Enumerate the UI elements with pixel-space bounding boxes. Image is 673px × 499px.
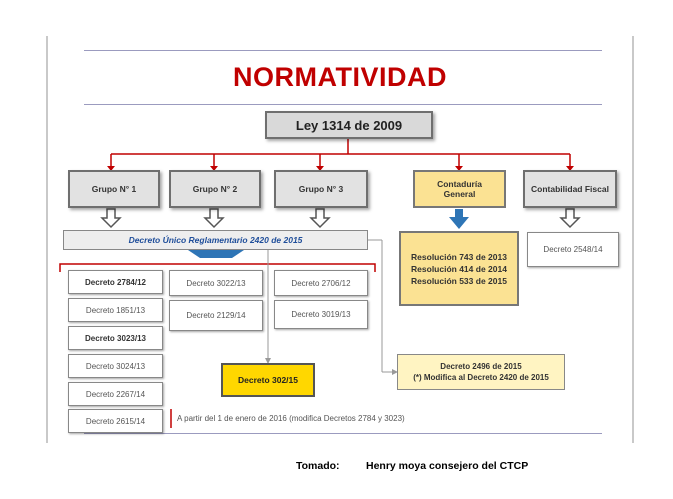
top-rule bbox=[84, 50, 602, 51]
group-3-box: Grupo N° 3 bbox=[274, 170, 368, 208]
group-1-box: Grupo N° 1 bbox=[68, 170, 160, 208]
decreto-item: Decreto 2784/12 bbox=[68, 270, 163, 294]
decreto-item: Decreto 2706/12 bbox=[274, 270, 368, 296]
credit-text: Henry moya consejero del CTCP bbox=[366, 460, 529, 472]
bottom-rule bbox=[84, 433, 602, 434]
decreto-item: Decreto 1851/13 bbox=[68, 298, 163, 322]
decreto-item: Decreto 3023/13 bbox=[68, 326, 163, 350]
blue-down-arrow-icon bbox=[449, 209, 469, 229]
title-rule bbox=[84, 104, 602, 105]
decreto-item: Decreto 3019/13 bbox=[274, 300, 368, 329]
wide-down-arrow-icon bbox=[188, 250, 244, 258]
resolucion-item: Resolución 533 de 2015 bbox=[411, 275, 507, 286]
decreto-fiscal-box: Decreto 2548/14 bbox=[527, 232, 619, 267]
down-arrow-icon bbox=[309, 208, 331, 229]
contaduria-line-1: Contaduría bbox=[437, 179, 482, 189]
page-title: NORMATIVIDAD bbox=[233, 62, 447, 92]
decreto-item: Decreto 2129/14 bbox=[169, 300, 263, 331]
contabilidad-fiscal-box: Contabilidad Fiscal bbox=[523, 170, 617, 208]
resolucion-item: Resolución 743 de 2013 bbox=[411, 251, 507, 262]
law-box: Ley 1314 de 2009 bbox=[265, 111, 433, 139]
decreto-2496-box: Decreto 2496 de 2015 (*) Modifica al Dec… bbox=[397, 354, 565, 390]
resoluciones-box: Resolución 743 de 2013 Resolución 414 de… bbox=[399, 231, 519, 306]
decreto-item: Decreto 3022/13 bbox=[169, 270, 263, 296]
resolucion-item: Resolución 414 de 2014 bbox=[411, 263, 507, 274]
decreto-2496-line-1: Decreto 2496 de 2015 bbox=[440, 362, 522, 371]
decreto-302-box: Decreto 302/15 bbox=[221, 363, 315, 397]
contaduria-general-box: Contaduría General bbox=[413, 170, 506, 208]
credit-label: Tomado: bbox=[296, 460, 340, 472]
group-2-box: Grupo N° 2 bbox=[169, 170, 261, 208]
contaduria-line-2: General bbox=[443, 189, 476, 199]
decreto-item: Decreto 2267/14 bbox=[68, 382, 163, 406]
down-arrow-icon bbox=[100, 208, 122, 229]
decreto-item: Decreto 2615/14 bbox=[68, 409, 163, 433]
decreto-unico-box: Decreto Único Reglamentario 2420 de 2015 bbox=[63, 230, 368, 250]
down-arrow-icon bbox=[203, 208, 225, 229]
decreto-2496-line-2: (*) Modifica al Decreto 2420 de 2015 bbox=[413, 373, 549, 382]
down-arrow-icon bbox=[559, 208, 581, 229]
decreto-item: Decreto 3024/13 bbox=[68, 354, 163, 378]
transition-note: A partir del 1 de enero de 2016 (modific… bbox=[177, 414, 405, 423]
